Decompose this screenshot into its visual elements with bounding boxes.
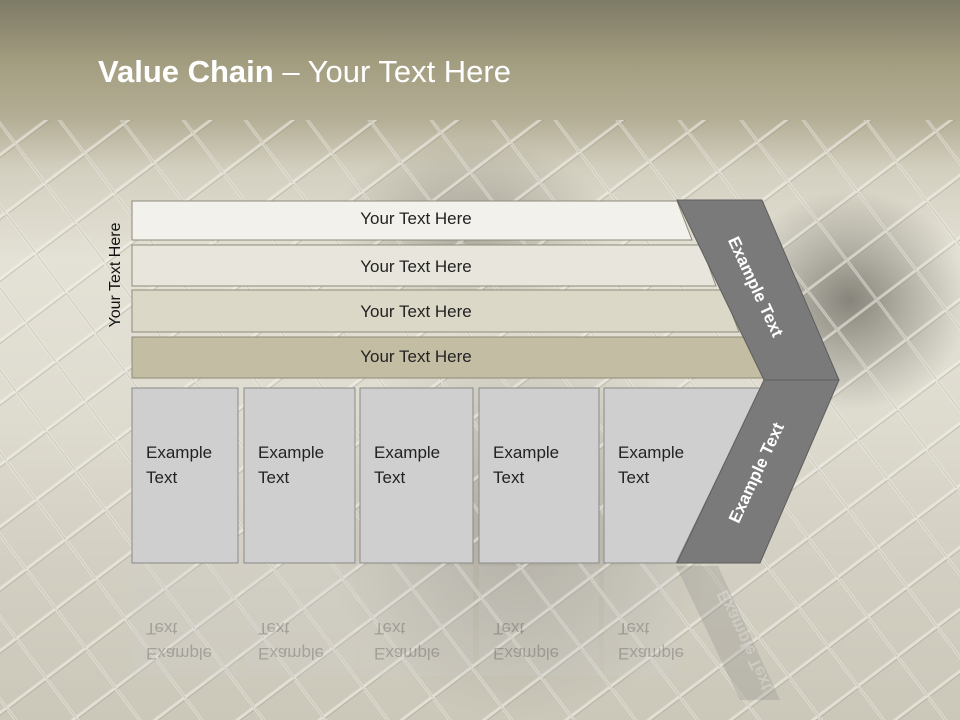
band-2	[131, 244, 717, 287]
card-4	[478, 387, 600, 564]
band-4-text: Your Text Here	[360, 347, 472, 366]
title-rest: – Your Text Here	[273, 54, 511, 89]
card-3-text: Example Text	[374, 443, 441, 487]
card-4-label: Example Text	[479, 388, 599, 563]
chevron-lower	[676, 379, 840, 564]
slide-title: Value Chain – Your Text Here	[98, 54, 511, 90]
band-3-text: Your Text Here	[360, 302, 472, 321]
card-5	[603, 387, 762, 564]
card-3-label: Example Text	[360, 388, 473, 563]
card-5-text: Example Text	[618, 443, 685, 487]
title-bold: Value Chain	[98, 54, 274, 89]
reflection	[132, 566, 780, 700]
card-4-text: Example Text	[493, 443, 560, 487]
band-3	[131, 289, 740, 333]
card-3	[359, 387, 474, 564]
band-1-text: Your Text Here	[360, 209, 472, 228]
card-1-text: Example Text	[146, 443, 213, 487]
card-2	[243, 387, 356, 564]
card-2-text: Example Text	[258, 443, 325, 487]
band-1	[131, 200, 693, 241]
card-5-label: Example Text	[604, 388, 724, 563]
card-1	[131, 387, 239, 564]
card-1-label: Example Text	[132, 388, 238, 563]
band-2-text: Your Text Here	[360, 257, 472, 276]
card-2-label: Example Text	[244, 388, 355, 563]
